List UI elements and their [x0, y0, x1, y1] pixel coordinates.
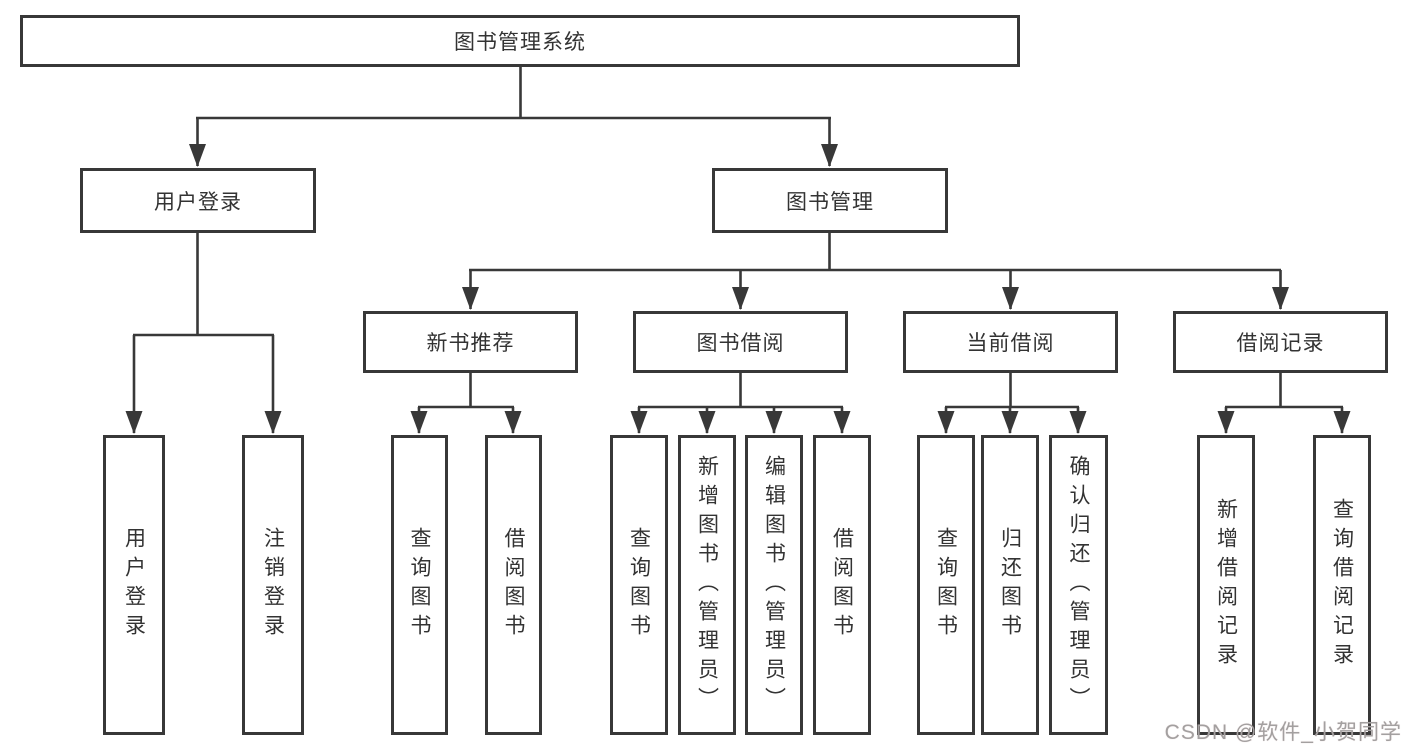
leaf-edit-book-admin: 编辑图书（管理员） — [745, 435, 803, 735]
node-library-management-system: 图书管理系统 — [20, 15, 1020, 67]
node-user-login: 用户登录 — [80, 168, 316, 233]
leaf-logout: 注销登录 — [242, 435, 304, 735]
node-borrowing-records: 借阅记录 — [1173, 311, 1388, 373]
leaf-borrow-books-label: 借阅图书 — [830, 527, 854, 643]
node-current-borrowing: 当前借阅 — [903, 311, 1118, 373]
node-book-borrowing: 图书借阅 — [633, 311, 848, 373]
leaf-user-login: 用户登录 — [103, 435, 165, 735]
leaf-query-books-current: 查询图书 — [917, 435, 975, 735]
leaf-borrow-books-recommend-label: 借阅图书 — [502, 527, 525, 643]
leaf-borrow-books: 借阅图书 — [813, 435, 871, 735]
leaf-logout-label: 注销登录 — [261, 527, 285, 643]
leaf-edit-book-admin-label: 编辑图书（管理员） — [762, 454, 786, 716]
leaf-add-borrow-record-label: 新增借阅记录 — [1214, 498, 1238, 672]
leaf-query-books-recommend: 查询图书 — [391, 435, 448, 735]
leaf-query-borrow-record: 查询借阅记录 — [1313, 435, 1371, 735]
leaf-return-books-label: 归还图书 — [998, 527, 1022, 643]
leaf-query-books-current-label: 查询图书 — [934, 527, 958, 643]
leaf-return-books: 归还图书 — [981, 435, 1039, 735]
csdn-watermark: CSDN @软件_小贺同学 — [1164, 721, 1402, 744]
leaf-add-borrow-record: 新增借阅记录 — [1197, 435, 1255, 735]
leaf-query-books-borrowing-label: 查询图书 — [627, 527, 651, 643]
leaf-add-book-admin-label: 新增图书（管理员） — [695, 454, 719, 716]
leaf-query-books-borrowing: 查询图书 — [610, 435, 668, 735]
leaf-borrow-books-recommend: 借阅图书 — [485, 435, 542, 735]
leaf-query-books-recommend-label: 查询图书 — [408, 527, 431, 643]
leaf-user-login-label: 用户登录 — [122, 527, 146, 643]
node-book-management: 图书管理 — [712, 168, 948, 233]
leaf-add-book-admin: 新增图书（管理员） — [678, 435, 736, 735]
leaf-confirm-return-admin: 确认归还（管理员） — [1049, 435, 1108, 735]
leaf-query-borrow-record-label: 查询借阅记录 — [1330, 498, 1354, 672]
node-new-book-recommend: 新书推荐 — [363, 311, 578, 373]
leaf-confirm-return-admin-label: 确认归还（管理员） — [1067, 454, 1090, 716]
